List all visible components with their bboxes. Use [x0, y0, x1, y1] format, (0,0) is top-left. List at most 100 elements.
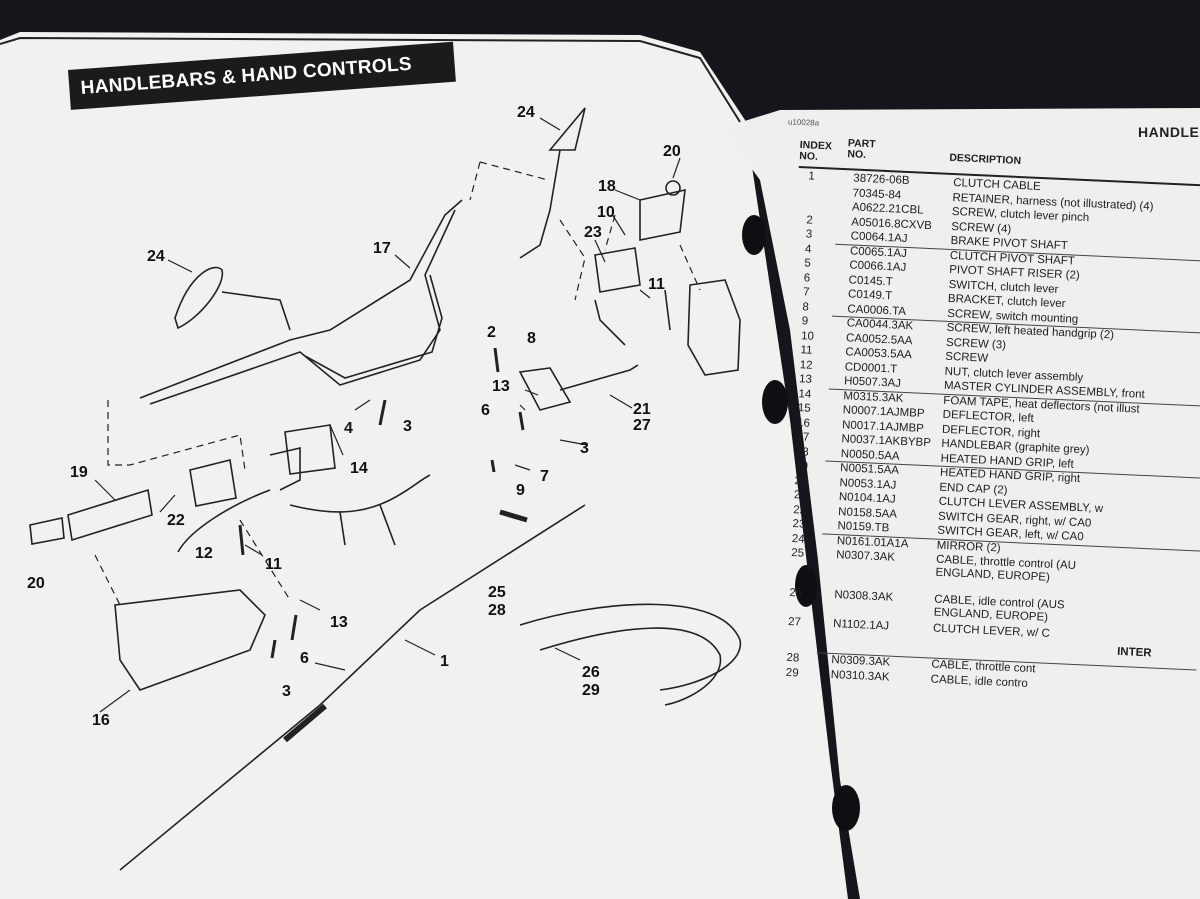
- callout-26: 26: [582, 664, 600, 681]
- row-index: 29: [785, 666, 799, 680]
- callout-24: 24: [517, 104, 535, 121]
- callout-11: 11: [648, 276, 665, 293]
- row-index: 10: [800, 329, 815, 343]
- callout-7: 7: [540, 468, 549, 485]
- callout-21: 21: [633, 401, 651, 418]
- row-description: SCREW (3): [945, 336, 1007, 352]
- row-index: 19: [794, 460, 809, 473]
- callout-12: 12: [195, 545, 213, 562]
- row-index: 11: [800, 344, 813, 357]
- callout-22: 22: [167, 512, 185, 529]
- callout-11: 11: [265, 556, 282, 573]
- callout-20: 20: [27, 575, 45, 592]
- throttle-cables-drawing: [519, 603, 741, 691]
- row-part-number: C0066.1AJ: [849, 259, 907, 274]
- row-part-number: 70345-84: [852, 186, 902, 202]
- callout-10: 10: [597, 204, 615, 221]
- callout-29: 29: [582, 682, 600, 699]
- row-part-number: 38726-06B: [853, 172, 910, 188]
- row-index: 3: [805, 228, 813, 241]
- row-index: 6: [803, 271, 811, 285]
- figure-code: u10028a: [787, 117, 820, 128]
- row-part-number: N0053.1AJ: [839, 476, 897, 492]
- row-index: 24: [791, 532, 805, 546]
- binder-hole: [742, 215, 766, 255]
- callout-20: 20: [663, 143, 681, 160]
- callout-9: 9: [516, 482, 525, 499]
- callout-4: 4: [344, 420, 353, 437]
- row-index: 16: [796, 416, 811, 430]
- handlebar-drawing: [139, 199, 463, 405]
- callout-24: 24: [147, 248, 165, 265]
- col-header-index: INDEX NO.: [799, 139, 833, 163]
- row-index: 23: [792, 518, 806, 531]
- row-index: 27: [787, 616, 802, 629]
- callout-17: 17: [373, 240, 391, 257]
- callout-3: 3: [282, 683, 291, 700]
- deflector-right-drawing: [114, 589, 266, 691]
- row-part-number: C0149.T: [847, 288, 893, 303]
- binder-hole: [832, 785, 860, 831]
- col-header-part: PART NO.: [847, 137, 876, 162]
- clutch-cable-drawing: [119, 504, 586, 871]
- row-index: 1: [808, 170, 816, 183]
- callout-23: 23: [584, 224, 602, 241]
- row-part-number: N0104.1AJ: [838, 491, 896, 506]
- callout-14: 14: [350, 460, 368, 477]
- callout-13: 13: [330, 614, 348, 631]
- grip-left-drawing: [639, 188, 686, 241]
- binder-hole: [762, 380, 788, 424]
- row-index: 15: [797, 402, 811, 415]
- callout-25: 25: [488, 584, 506, 601]
- switch-left-drawing: [594, 247, 641, 293]
- row-part-number: N1102.1AJ: [832, 618, 890, 633]
- row-part-number: C0064.1AJ: [850, 230, 908, 245]
- row-description: SCREW: [945, 350, 989, 365]
- deflector-left-drawing: [687, 279, 741, 376]
- callout-27: 27: [633, 417, 651, 434]
- callout-28: 28: [488, 602, 506, 619]
- row-index: 13: [798, 373, 813, 386]
- row-index: 18: [795, 445, 809, 459]
- row-description: INTER: [1116, 645, 1152, 660]
- mirror-right-drawing: [548, 107, 586, 151]
- row-index: 7: [802, 286, 810, 299]
- row-index: 21: [793, 489, 807, 502]
- callout-3: 3: [403, 418, 412, 435]
- wiring-drawing: [289, 474, 431, 546]
- callout-2: 2: [487, 324, 496, 341]
- row-index: 12: [799, 358, 813, 372]
- callout-3: 3: [580, 440, 589, 457]
- mirror-left-drawing: [174, 266, 224, 330]
- row-part-number: H0507.3AJ: [843, 375, 902, 390]
- row-index: 9: [801, 315, 809, 328]
- row-index: 26: [789, 586, 803, 600]
- row-index: 14: [798, 387, 812, 401]
- master-cylinder-drawing: [284, 424, 336, 475]
- callout-1: 1: [440, 653, 449, 670]
- row-index: 22: [792, 503, 807, 517]
- row-index: 25: [790, 547, 805, 560]
- row-index: 8: [802, 300, 810, 314]
- row-index: 20: [794, 474, 808, 488]
- callout-13: 13: [492, 378, 510, 395]
- row-index: 2: [806, 213, 814, 227]
- row-description: SCREW (4): [950, 220, 1012, 236]
- callout-6: 6: [481, 402, 490, 419]
- row-index: 5: [804, 257, 812, 270]
- row-index: 4: [804, 242, 812, 256]
- section-header: HANDLEB: [1138, 124, 1200, 140]
- callout-8: 8: [527, 330, 536, 347]
- row-part-number: N0159.TB: [837, 520, 890, 535]
- callout-6: 6: [300, 650, 309, 667]
- callout-19: 19: [70, 464, 88, 481]
- row-part-number: CD0001.T: [844, 360, 898, 376]
- clutch-lever-drawing: [518, 364, 639, 411]
- grip-right-drawing: [67, 488, 153, 542]
- callout-16: 16: [92, 712, 110, 729]
